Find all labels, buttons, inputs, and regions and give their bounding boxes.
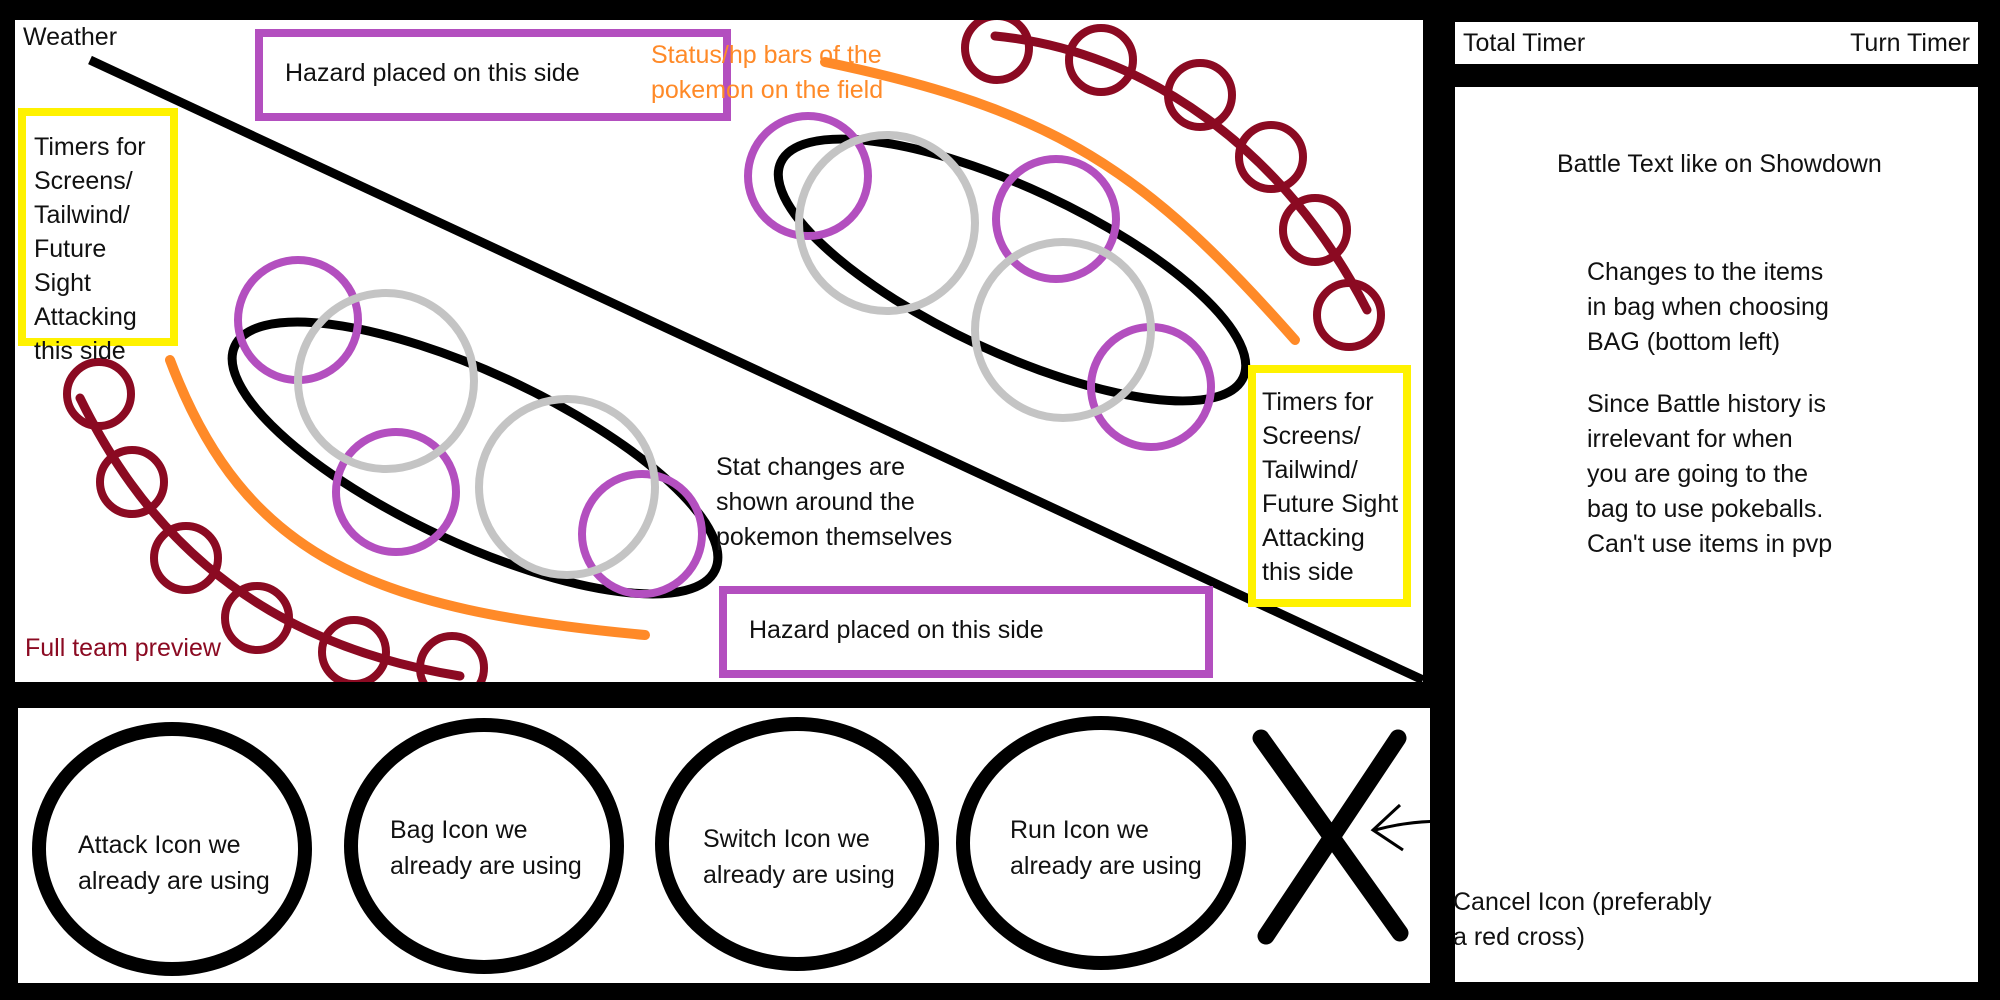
switch-button[interactable]: Switch Icon we already are using <box>655 717 939 971</box>
weather-label: Weather <box>23 23 118 51</box>
team-preview-ball <box>150 522 222 594</box>
team-preview-ball <box>961 20 1033 84</box>
switch-button-label: Switch Icon we already are using <box>703 825 895 889</box>
battle-log-title: Battle Text like on Showdown <box>1557 150 1882 178</box>
timers-label: Timers for Screens/ Tailwind/ Future Sig… <box>34 133 146 365</box>
player-pokemon-slot[interactable] <box>294 289 478 473</box>
battle-history-note: Since Battle history is irrelevant for w… <box>1587 390 1833 558</box>
player-hazard-box: Hazard placed on this side <box>719 586 1213 678</box>
player-field-timers-box: Timers for Screens/ Tailwind/ Future Sig… <box>18 108 178 365</box>
action-bar: Attack Icon we already are using Bag Ico… <box>18 708 1430 983</box>
opponent-status-bar <box>820 57 1300 345</box>
team-preview-ball <box>221 582 293 654</box>
stat-changes-note: Stat changes are shown around the pokemo… <box>716 453 953 551</box>
player-pokemon-slot[interactable] <box>475 395 659 579</box>
player-team-preview[interactable] <box>63 358 488 682</box>
team-preview-ball <box>416 632 488 682</box>
team-preview-ball <box>318 616 390 682</box>
player-stat-ring <box>332 428 460 556</box>
player-side <box>227 256 723 599</box>
opponent-stat-ring <box>992 155 1120 283</box>
cancel-icon-note: Cancel Icon (preferably a red cross) <box>1453 888 1712 951</box>
opponent-team-preview[interactable] <box>961 20 1385 351</box>
opponent-side <box>744 112 1251 451</box>
attack-button[interactable]: Attack Icon we already are using <box>32 722 312 976</box>
hazard-label: Hazard placed on this side <box>749 616 1044 644</box>
team-preview-ball <box>1235 121 1307 193</box>
opponent-stat-ring <box>744 112 872 240</box>
battle-field: Hazard placed on this side Hazard placed… <box>15 20 1423 682</box>
bag-items-note: Changes to the items in bag when choosin… <box>1587 258 1829 356</box>
team-preview-ball <box>63 358 135 430</box>
run-button-label: Run Icon we already are using <box>1010 816 1202 880</box>
attack-button-label: Attack Icon we already are using <box>78 831 270 895</box>
team-preview-ball <box>1279 194 1351 266</box>
hazard-label: Hazard placed on this side <box>285 59 580 87</box>
battle-log[interactable]: Battle Text like on Showdown Changes to … <box>1453 87 1978 982</box>
status-bars-note: Status/hp bars of the pokemon on the fie… <box>651 41 884 104</box>
total-timer: Total Timer <box>1463 29 1586 57</box>
team-preview-ball <box>1164 59 1236 131</box>
turn-timer: Turn Timer <box>1850 29 1970 57</box>
player-status-bar <box>165 355 650 640</box>
run-button[interactable]: Run Icon we already are using <box>956 716 1246 970</box>
opponent-hazard-box: Hazard placed on this side <box>255 29 731 121</box>
timers-label: Timers for Screens/ Tailwind/ Future Sig… <box>1262 388 1399 586</box>
team-preview-ball <box>1065 24 1137 96</box>
opponent-field-timers-box: Timers for Screens/ Tailwind/ Future Sig… <box>1248 365 1411 607</box>
opponent-pokemon-slot[interactable] <box>795 131 979 315</box>
opponent-pokemon-slot[interactable] <box>971 238 1155 422</box>
team-preview-ball <box>96 446 168 518</box>
team-preview-label: Full team preview <box>25 634 221 662</box>
cancel-icon[interactable] <box>1252 729 1409 945</box>
bag-button-label: Bag Icon we already are using <box>390 816 582 880</box>
timer-bar: Total Timer Turn Timer <box>1455 22 1978 64</box>
battle-field-drawing <box>63 20 1423 682</box>
player-stat-ring <box>578 470 706 598</box>
team-preview-ball <box>1313 279 1385 351</box>
cancel-pointer-arrow-icon <box>1370 803 1430 852</box>
bag-button[interactable]: Bag Icon we already are using <box>344 718 624 974</box>
field-divider-line <box>88 55 1423 682</box>
